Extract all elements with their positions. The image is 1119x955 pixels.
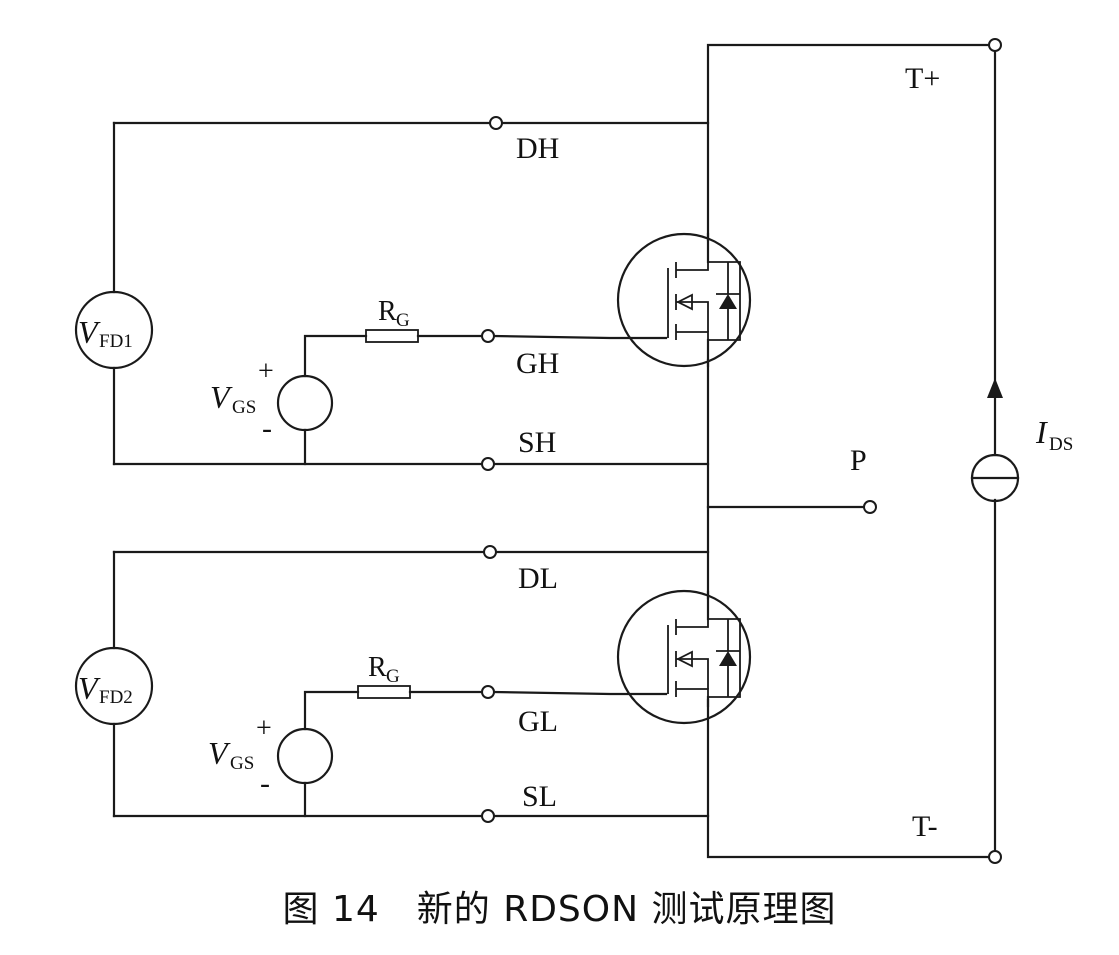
- label-dh: DH: [516, 132, 559, 165]
- svg-text:G: G: [396, 310, 410, 331]
- svg-text:+: +: [258, 356, 274, 387]
- circuit-diagram: V FD1 V FD2 V GS + - V GS + - R G R G I …: [74, 38, 1073, 864]
- terminals: [481, 38, 1002, 864]
- low-side-wiring: [112, 550, 710, 818]
- label-t-plus: T+: [905, 62, 940, 95]
- svg-text:GS: GS: [232, 397, 256, 418]
- terminal-t-plus: [988, 38, 1002, 52]
- label-p: P: [850, 444, 867, 477]
- terminal-sl: [481, 809, 495, 823]
- svg-text:V: V: [210, 379, 233, 415]
- voltmeter-vfd2: V FD2: [74, 646, 154, 726]
- body-diode-icon: [719, 294, 737, 309]
- terminal-t-minus: [988, 850, 1002, 864]
- low-side-mosfet: [616, 589, 752, 725]
- terminal-dl: [483, 545, 497, 559]
- svg-text:G: G: [386, 666, 400, 687]
- label-sl: SL: [522, 780, 557, 813]
- svg-text:V: V: [78, 670, 101, 706]
- svg-text:I: I: [1035, 414, 1048, 450]
- svg-text:-: -: [262, 412, 272, 445]
- vgs-source-low: V GS + -: [208, 713, 334, 800]
- terminal-p: [863, 500, 877, 514]
- svg-text:V: V: [78, 314, 101, 350]
- label-t-minus: T-: [912, 810, 938, 843]
- current-source-ids: I DS: [970, 414, 1073, 503]
- label-sh: SH: [518, 426, 556, 459]
- figure-caption: 图 14 新的 RDSON 测试原理图: [282, 889, 837, 930]
- label-dl: DL: [518, 562, 558, 595]
- label-gh: GH: [516, 347, 559, 380]
- terminal-labels: T+ T- P DH GH SH DL GL SL: [516, 62, 940, 843]
- terminal-dh: [489, 116, 503, 130]
- svg-text:+: +: [256, 713, 272, 744]
- main-wiring: [706, 43, 1003, 859]
- high-side-mosfet: [616, 232, 752, 368]
- svg-text:FD2: FD2: [99, 687, 133, 708]
- svg-text:DS: DS: [1049, 434, 1073, 455]
- terminal-gl: [481, 685, 495, 699]
- svg-text:FD1: FD1: [99, 331, 133, 352]
- vgs-source-high: V GS + -: [210, 356, 334, 445]
- svg-text:R: R: [378, 296, 397, 327]
- gate-resistor-high: R G: [365, 296, 419, 343]
- svg-text:-: -: [260, 767, 270, 800]
- svg-text:GS: GS: [230, 753, 254, 774]
- current-direction-arrow: [987, 378, 1003, 398]
- high-side-wiring: [112, 121, 710, 466]
- body-diode-icon: [719, 651, 737, 666]
- terminal-sh: [481, 457, 495, 471]
- gate-resistor-low: R G: [357, 652, 411, 699]
- terminal-gh: [481, 329, 495, 343]
- voltmeter-vfd1: V FD1: [74, 290, 154, 370]
- svg-text:V: V: [208, 735, 231, 771]
- label-gl: GL: [518, 705, 558, 738]
- svg-text:R: R: [368, 652, 387, 683]
